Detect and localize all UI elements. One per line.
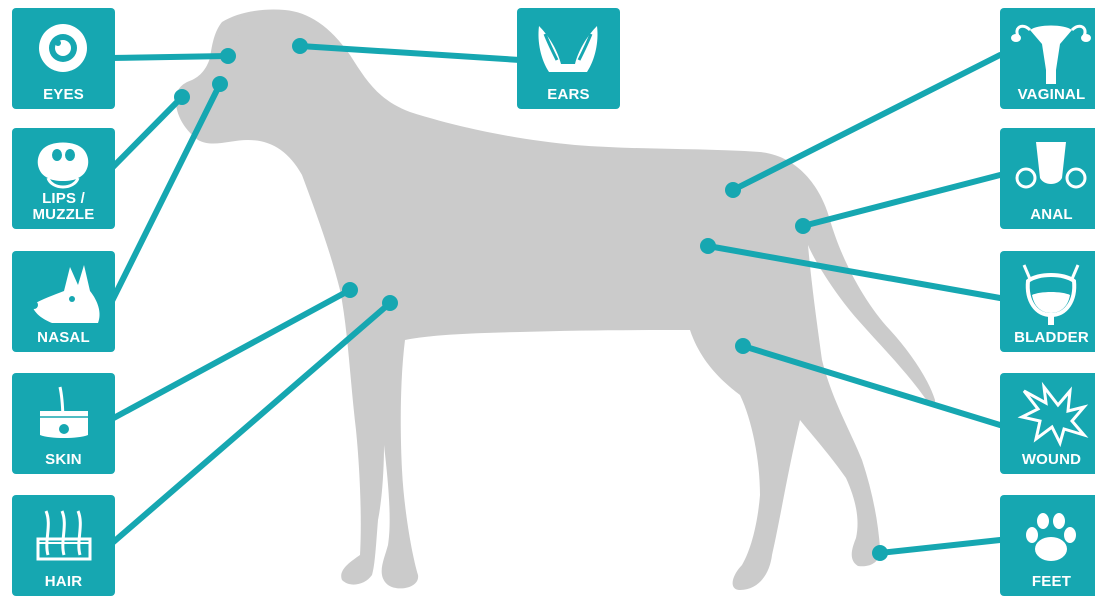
tile-wound: WOUND [1000, 373, 1095, 474]
dot-bladder [700, 238, 716, 254]
tile-label-skin: SKIN [12, 452, 115, 468]
tile-anal: ANAL [1000, 128, 1095, 229]
tile-label-anal: ANAL [1000, 207, 1095, 223]
tile-label-bladder: BLADDER [1000, 330, 1095, 346]
dot-ears [292, 38, 308, 54]
dot-wound [735, 338, 751, 354]
connector-wound [743, 346, 1000, 425]
connector-anal [803, 175, 1000, 226]
connector-skin [110, 290, 350, 420]
dot-eyes [220, 48, 236, 64]
tile-vaginal: VAGINAL [1000, 8, 1095, 109]
connector-vaginal [733, 55, 1000, 190]
connector-eyes [110, 56, 228, 58]
tile-label-lips-line2: MUZZLE [12, 207, 115, 223]
tile-bladder: BLADDER [1000, 251, 1095, 352]
tile-label-wound: WOUND [1000, 452, 1095, 468]
dot-skin [342, 282, 358, 298]
dot-anal [795, 218, 811, 234]
tile-label-ears: EARS [517, 87, 620, 103]
connector-hair [110, 303, 390, 545]
tile-label-eyes: EYES [12, 87, 115, 103]
tile-ears: EARS [517, 8, 620, 109]
tile-hair: HAIR [12, 495, 115, 596]
tile-eyes: EYES [12, 8, 115, 109]
dot-vaginal [725, 182, 741, 198]
dot-lips [174, 89, 190, 105]
connector-feet [880, 540, 1000, 553]
connector-ears [300, 46, 520, 60]
tile-label-vaginal: VAGINAL [1000, 87, 1095, 103]
tile-label-feet: FEET [1000, 574, 1095, 590]
tile-nasal: NASAL [12, 251, 115, 352]
dot-hair [382, 295, 398, 311]
connector-bladder [708, 246, 1000, 298]
tile-label-nasal: NASAL [12, 330, 115, 346]
tile-label-lips-muzzle: LIPS / MUZZLE [12, 191, 115, 223]
tile-feet: FEET [1000, 495, 1095, 596]
tile-skin: SKIN [12, 373, 115, 474]
dot-nasal [212, 76, 228, 92]
tile-label-hair: HAIR [12, 574, 115, 590]
connector-lips [110, 97, 182, 170]
tile-lips-muzzle: LIPS / MUZZLE [12, 128, 115, 229]
dot-feet [872, 545, 888, 561]
tile-label-lips-line1: LIPS / [12, 191, 115, 207]
